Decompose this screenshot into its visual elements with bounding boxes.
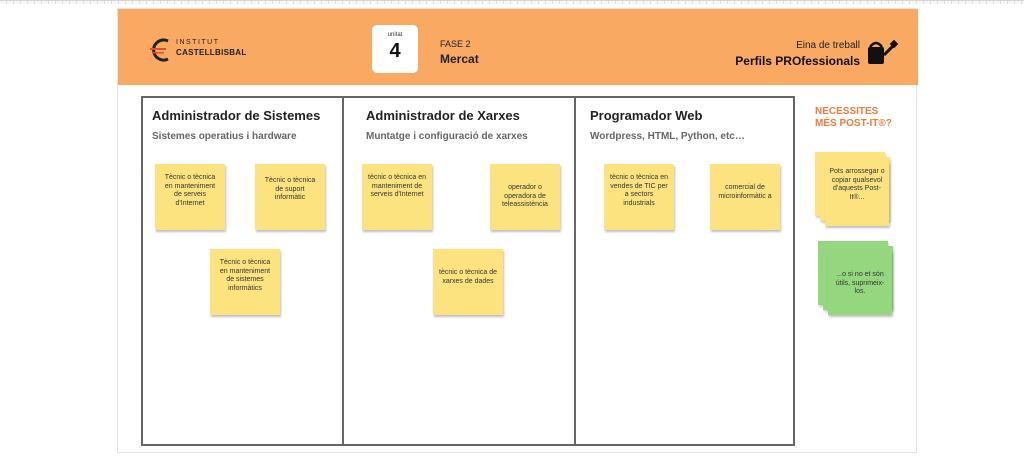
tool-label: Eina de treball	[796, 40, 860, 51]
post-it-note[interactable]: ...o si no et són útils, suprimeix-los.	[828, 251, 892, 315]
column-title: Administrador de Sistemes	[152, 108, 321, 123]
post-it-note[interactable]: tècnic o tècnica en vendes de TIC per a …	[604, 164, 674, 230]
column-title: Programador Web	[590, 108, 703, 123]
post-it-note[interactable]: tècnic o tècnica en manteniment de serve…	[362, 164, 432, 230]
column-programador-web: Programador Web Wordpress, HTML, Python,…	[576, 98, 793, 444]
phase-label: FASE 2	[440, 39, 471, 49]
logo-line2: CASTELLBISBAL	[176, 48, 247, 57]
logo-line1: INSTITUT	[176, 39, 220, 46]
column-administrador-sistemes: Administrador de Sistemes Sistemes opera…	[143, 98, 344, 444]
column-subtitle: Wordpress, HTML, Python, etc…	[590, 131, 745, 142]
header-banner: INSTITUT CASTELLBISBAL unitat 4 FASE 2 M…	[118, 9, 918, 85]
post-it-note[interactable]: Tècnic o tècnica en manteniment de siste…	[210, 249, 280, 315]
institut-logo-icon	[150, 38, 169, 62]
post-it-note[interactable]: tècnic o tècnica de xarxes de dades	[433, 249, 503, 315]
phase-info: FASE 2 Mercat	[440, 39, 479, 66]
extra-green-post-its[interactable]: ...o si no et són útils, suprimeix-los.	[818, 241, 893, 315]
column-administrador-xarxes: Administrador de Xarxes Muntatge i confi…	[344, 98, 576, 444]
post-it-note[interactable]: Tècnic o tècnica de suport informàtic	[255, 164, 325, 230]
column-subtitle: Muntatge i configuració de xarxes	[366, 131, 528, 142]
sidebar-title-line1: NECESSITES	[815, 106, 879, 117]
unit-number: 4	[389, 40, 401, 62]
institut-logo: INSTITUT CASTELLBISBAL	[150, 38, 250, 63]
sidebar-title: NECESSITES MÉS POST-IT®?	[815, 106, 892, 130]
column-title: Administrador de Xarxes	[366, 108, 520, 123]
post-it-note[interactable]: operador o operadora de teleassistència	[490, 164, 560, 230]
tool-name: Perfils PROfessionals	[735, 54, 860, 68]
watering-can-icon	[868, 39, 898, 64]
post-it-note[interactable]: Tècnic o tècnica en manteniment de serve…	[155, 164, 225, 230]
profiles-canvas: Administrador de Sistemes Sistemes opera…	[141, 96, 795, 446]
column-subtitle: Sistemes operatius i hardware	[152, 131, 297, 142]
sidebar-title-line2: MÉS POST-IT®?	[815, 118, 892, 129]
tool-info: Eina de treball Perfils PROfessionals	[735, 40, 860, 68]
post-it-note[interactable]: Pots arrossegar o copiar qualsevol d'aqu…	[825, 162, 889, 226]
whiteboard: INSTITUT CASTELLBISBAL unitat 4 FASE 2 M…	[117, 8, 918, 453]
top-ruler	[0, 0, 1024, 4]
unit-label: unitat	[387, 32, 403, 38]
phase-name: Mercat	[440, 52, 479, 66]
extra-yellow-post-its[interactable]: Pots arrossegar o copiar qualsevol d'aqu…	[815, 152, 890, 226]
post-it-note[interactable]: comercial de microinformàtic a	[710, 164, 780, 230]
unit-badge: unitat 4	[372, 25, 418, 73]
